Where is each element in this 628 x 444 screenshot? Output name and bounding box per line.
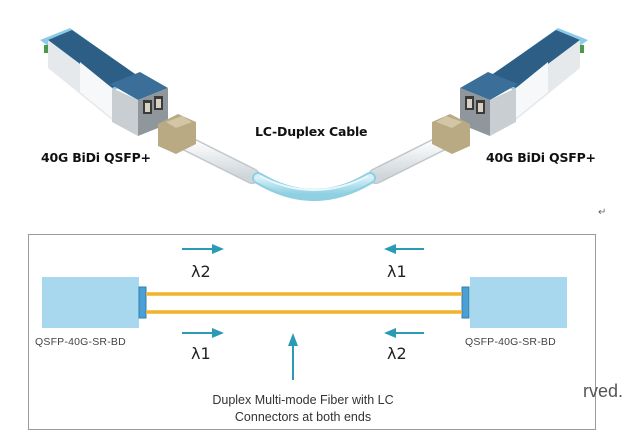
left-qsfp-module bbox=[42, 277, 139, 328]
right-transceiver-label: 40G BiDi QSFP+ bbox=[486, 150, 596, 165]
fiber-schematic-box bbox=[28, 234, 596, 430]
arrow-right-icon bbox=[182, 328, 224, 338]
arrow-left-icon bbox=[384, 244, 424, 254]
fiber-caption-line2: Connectors at both ends bbox=[234, 410, 372, 424]
wavelength-label: λ1 bbox=[191, 344, 211, 363]
right-module-label: QSFP-40G-SR-BD bbox=[465, 336, 556, 348]
fiber-caption: Duplex Multi-mode Fiber with LC Connecto… bbox=[173, 392, 433, 426]
left-transceiver-label: 40G BiDi QSFP+ bbox=[41, 150, 151, 165]
wavelength-label: λ1 bbox=[387, 262, 407, 281]
left-qsfp-transceiver bbox=[40, 28, 168, 136]
left-module-label: QSFP-40G-SR-BD bbox=[35, 336, 126, 348]
arrow-left-icon bbox=[384, 328, 424, 338]
arrow-up-icon bbox=[288, 333, 298, 380]
arrow-right-icon bbox=[182, 244, 224, 254]
wavelength-label: λ2 bbox=[387, 344, 407, 363]
left-lc-connector bbox=[138, 286, 147, 319]
truncated-text: rved. bbox=[583, 381, 624, 401]
paragraph-mark: ↵ bbox=[598, 207, 607, 218]
cable-label: LC-Duplex Cable bbox=[255, 124, 368, 139]
right-lc-connector bbox=[461, 286, 470, 319]
right-qsfp-module bbox=[470, 277, 567, 328]
lc-duplex-cable bbox=[158, 114, 470, 201]
wavelength-label: λ2 bbox=[191, 262, 211, 281]
transceiver-illustration bbox=[40, 28, 588, 201]
fiber-caption-line1: Duplex Multi-mode Fiber with LC bbox=[212, 393, 394, 407]
